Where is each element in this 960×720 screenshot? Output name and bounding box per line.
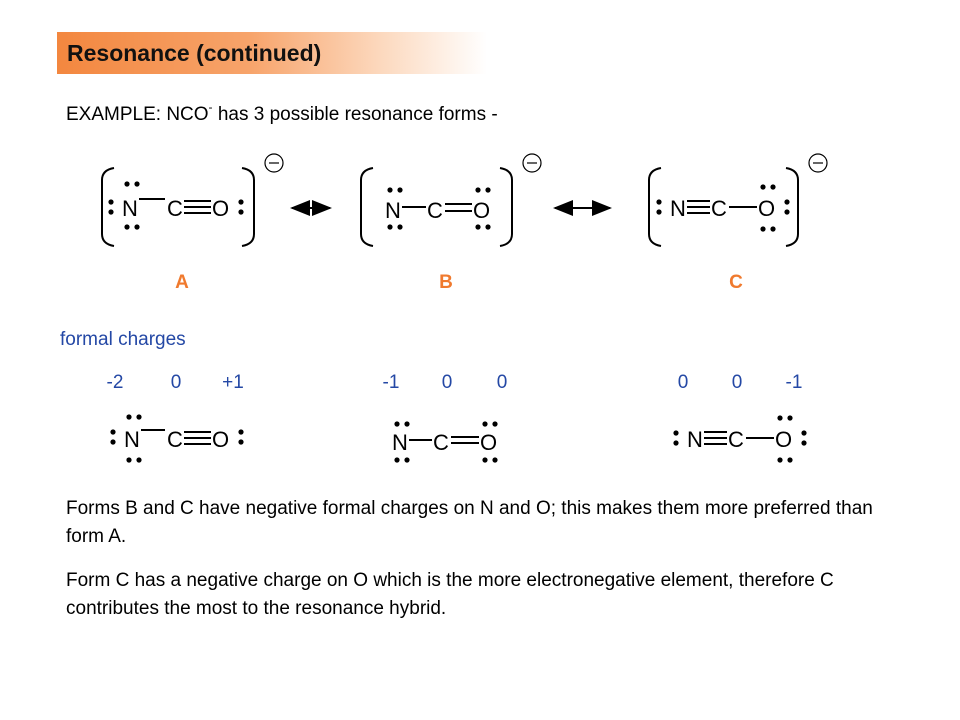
- minus-circle-icon: [522, 153, 542, 173]
- molecule-form-b: N C O: [385, 187, 491, 230]
- example-suffix: has 3 possible resonance forms -: [212, 104, 498, 125]
- atom-n: N: [670, 196, 686, 221]
- minus-circle-icon: [264, 153, 284, 173]
- form-label-a: A: [175, 272, 189, 293]
- paragraph-1: Forms B and C have negative formal charg…: [66, 498, 873, 547]
- atom-c: C: [427, 198, 443, 223]
- charge-b-c: 0: [441, 372, 453, 393]
- form-label-b: B: [439, 272, 453, 293]
- atom-c: C: [728, 427, 744, 452]
- bracket-form-c-left: [648, 167, 662, 247]
- bracket-form-b-left: [360, 167, 374, 247]
- slide-title: Resonance (continued): [67, 40, 322, 66]
- atom-o: O: [212, 427, 229, 452]
- charge-a-n: -2: [106, 372, 124, 393]
- charge-c-n: 0: [677, 372, 689, 393]
- atom-n: N: [122, 196, 138, 221]
- atom-o: O: [212, 196, 229, 221]
- bracket-form-a-left: [101, 167, 115, 247]
- molecule-form-c-bottom: N C O: [673, 415, 807, 463]
- atom-o: O: [480, 430, 497, 455]
- bracket-form-a-right: [241, 167, 255, 247]
- atom-o: O: [758, 196, 775, 221]
- charge-c-o: -1: [785, 372, 803, 393]
- atom-o: O: [775, 427, 792, 452]
- atom-n: N: [687, 427, 703, 452]
- molecule-form-c: N C O: [656, 184, 790, 232]
- atom-n: N: [124, 427, 140, 452]
- molecule-form-a: N C O: [108, 181, 244, 230]
- charge-a-c: 0: [170, 372, 182, 393]
- charge-c-c: 0: [731, 372, 743, 393]
- atom-n: N: [385, 198, 401, 223]
- title-banner: Resonance (continued): [57, 32, 487, 74]
- minus-circle-icon: [808, 153, 828, 173]
- molecule-form-a-bottom: N C O: [110, 414, 244, 463]
- atom-o: O: [473, 198, 490, 223]
- atom-c: C: [433, 430, 449, 455]
- bracket-form-c-right: [785, 167, 799, 247]
- atom-c: C: [167, 196, 183, 221]
- atom-c: C: [167, 427, 183, 452]
- atom-n: N: [392, 430, 408, 455]
- charge-superscript: -: [208, 100, 213, 114]
- charge-b-o: 0: [496, 372, 508, 393]
- atom-c: C: [711, 196, 727, 221]
- bracket-form-b-right: [499, 167, 513, 247]
- charge-b-n: -1: [382, 372, 400, 393]
- example-prefix: EXAMPLE: NCO: [66, 104, 209, 125]
- paragraph-2: Form C has a negative charge on O which …: [66, 570, 834, 619]
- example-line: EXAMPLE: NCO- has 3 possible resonance f…: [66, 100, 498, 126]
- charge-a-o: +1: [222, 372, 244, 393]
- formal-charges-label: formal charges: [60, 329, 186, 350]
- form-label-c: C: [729, 272, 743, 293]
- molecule-form-b-bottom: N C O: [392, 421, 498, 463]
